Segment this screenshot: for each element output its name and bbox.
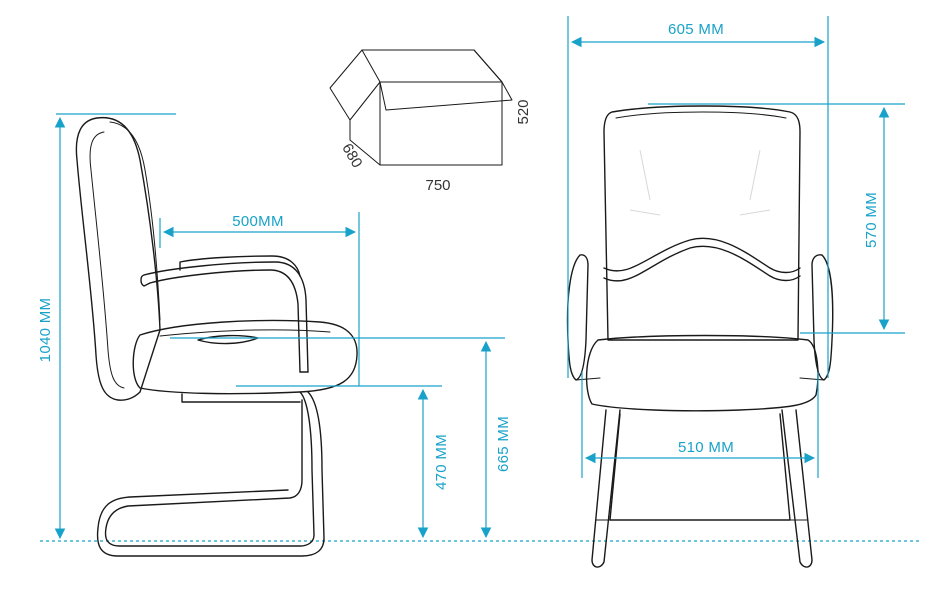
package-depth-label: 680: [338, 141, 365, 171]
side-view-chair: [75, 116, 358, 557]
package-box: 750 680 520: [329, 49, 532, 194]
seat-height-label: 470 MM: [433, 434, 450, 490]
seat-width-label: 510 MM: [678, 439, 734, 456]
armrest-height-label: 665 MM: [495, 416, 512, 472]
seat-width-dimension: 510 MM: [581, 372, 819, 478]
overall-width-dimension: 605 MM: [567, 16, 829, 378]
seat-depth-label: 500MM: [232, 213, 284, 230]
overall-width-label: 605 MM: [668, 21, 724, 38]
package-height-label: 520: [515, 99, 532, 124]
armrest-height-dimension: 665 MM: [170, 337, 512, 539]
package-width-label: 750: [425, 177, 450, 194]
seat-depth-dimension: 500MM: [159, 212, 360, 386]
backrest-height-label: 570 MM: [863, 192, 880, 248]
overall-height-dimension: 1040 MM: [37, 113, 176, 540]
overall-height-label: 1040 MM: [37, 298, 54, 363]
seat-height-dimension: 470 MM: [236, 385, 450, 539]
backrest-height-dimension: 570 MM: [648, 103, 905, 334]
front-view-chair: [566, 105, 834, 568]
